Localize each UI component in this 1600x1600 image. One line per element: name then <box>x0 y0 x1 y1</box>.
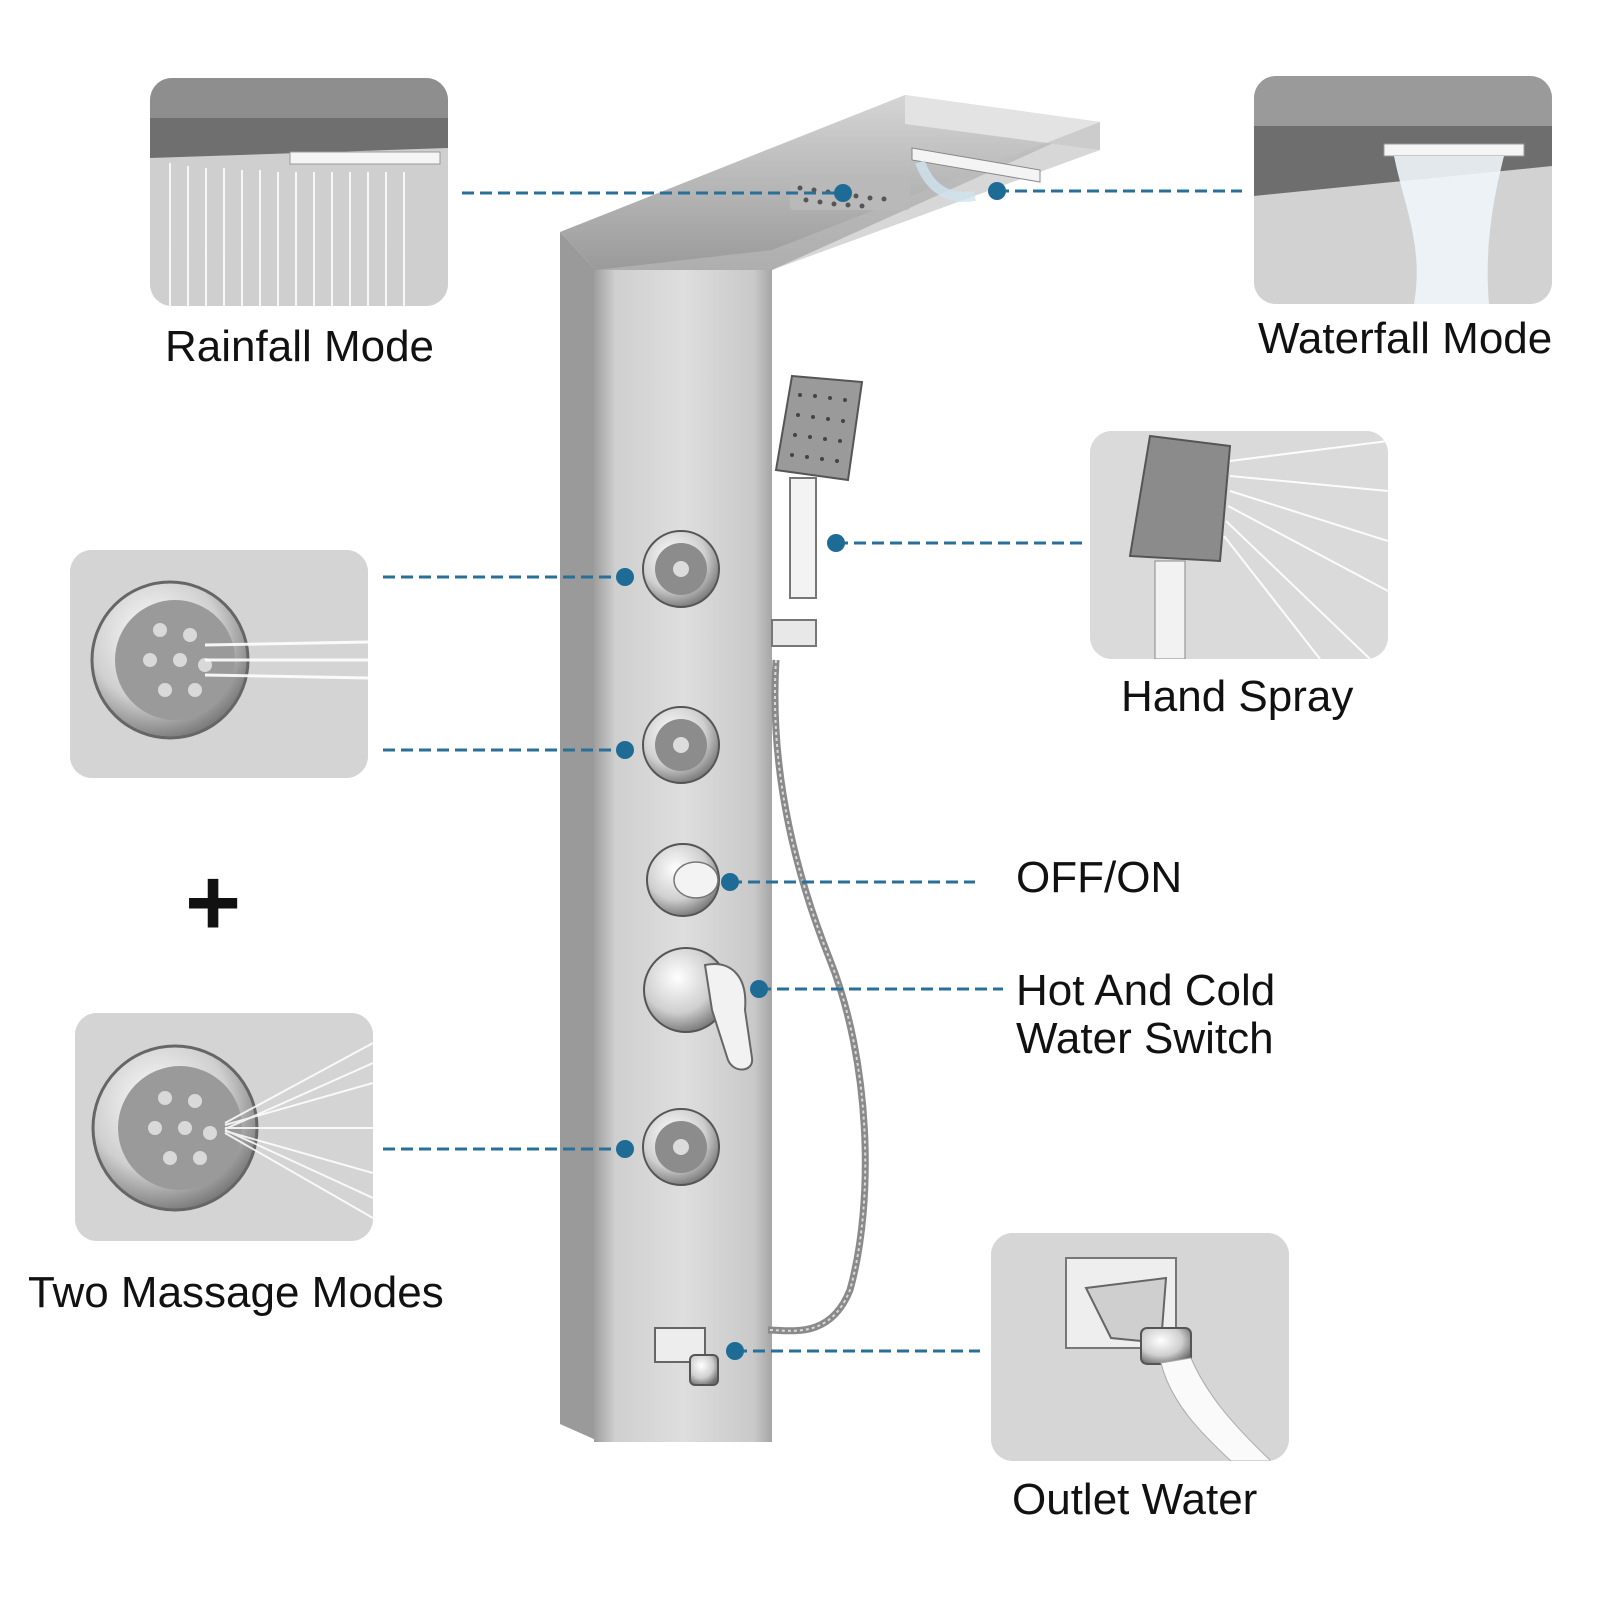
label-hot-cold-line1: Hot And Cold <box>1016 966 1276 1015</box>
waterfall-spout-icon <box>911 147 1041 202</box>
body-jet-lower[interactable] <box>642 1108 720 1186</box>
dot-off-on <box>721 873 739 891</box>
body-jet-middle[interactable] <box>642 706 720 784</box>
massage-jet-thumbnail-1 <box>70 550 368 778</box>
dot-massage-upper <box>616 568 634 586</box>
dot-massage-lower <box>616 1140 634 1158</box>
tub-spout-outlet-icon[interactable] <box>654 1327 719 1386</box>
label-outlet-water: Outlet Water <box>1012 1475 1258 1524</box>
dot-rainfall <box>834 184 852 202</box>
hand-spray-thumbnail <box>1090 431 1388 659</box>
label-waterfall-mode: Waterfall Mode <box>1258 314 1553 363</box>
leader-dots <box>616 182 1006 1360</box>
leader-lines <box>383 189 1242 1353</box>
plus-sign: + <box>185 849 242 956</box>
outlet-thumbnail <box>991 1233 1289 1461</box>
dot-outlet <box>726 1342 744 1360</box>
dot-hand-spray <box>827 534 845 552</box>
shower-hose <box>767 659 869 1335</box>
hot-cold-mixer-lever[interactable] <box>643 947 754 1071</box>
dot-hot-cold <box>750 980 768 998</box>
label-hand-spray: Hand Spray <box>1121 672 1354 721</box>
on-off-diverter-knob[interactable] <box>646 843 720 917</box>
label-rainfall-mode: Rainfall Mode <box>165 322 435 371</box>
label-two-massage-modes: Two Massage Modes <box>28 1268 444 1317</box>
rainfall-thumbnail <box>150 78 448 306</box>
label-hot-cold-line2: Water Switch <box>1016 1014 1274 1063</box>
massage-jet-thumbnail-2 <box>75 1013 373 1241</box>
dot-waterfall <box>988 182 1006 200</box>
hand-shower-icon[interactable] <box>771 374 864 647</box>
waterfall-thumbnail <box>1254 76 1552 304</box>
dot-massage-middle <box>616 741 634 759</box>
body-jet-upper[interactable] <box>642 530 720 608</box>
label-off-on: OFF/ON <box>1016 853 1183 902</box>
shower-panel <box>560 95 1100 1442</box>
